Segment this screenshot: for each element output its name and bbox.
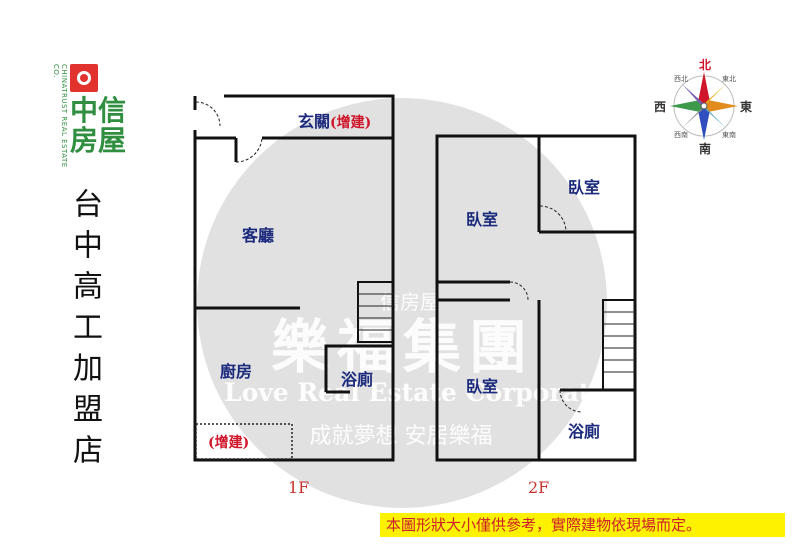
compass-north: 北: [699, 58, 712, 72]
room-label-entrance: 玄關(增建): [298, 108, 371, 132]
compass-star-icon: [670, 72, 738, 140]
watermark-english: Love Real Estate Corporation: [224, 378, 635, 407]
brand-subtitle: CHINATRUST REAL ESTATE CO.: [52, 64, 68, 168]
1f-bath-wall: [324, 344, 393, 392]
1f-door-swing: [235, 137, 263, 163]
addition-label: (增建): [208, 435, 250, 451]
2f-outer-wall: [435, 134, 637, 462]
2f-door-swing-c: [559, 389, 583, 413]
room-label-bath-2f: 浴廁: [568, 422, 601, 441]
1f-addition-area: [195, 423, 293, 460]
room-label-bedroom-c: 臥室: [466, 377, 499, 396]
brand-logo-block: CHINATRUST REAL ESTATE CO. 中信房屋: [52, 64, 136, 176]
compass-southwest: 西南: [674, 131, 688, 139]
1f-outer-wall: [193, 94, 395, 462]
room-label-bath-1f: 浴廁: [341, 370, 374, 389]
compass-east: 東: [740, 100, 753, 114]
compass-northwest: 西北: [674, 75, 688, 83]
branch-name: 台中高工加盟店: [67, 188, 102, 475]
compass-west: 西: [654, 100, 667, 114]
floor-label-2f: 2F: [528, 478, 550, 497]
2f-stairs: [602, 299, 636, 391]
watermark-title: 樂福集團: [270, 313, 535, 381]
room-name: 玄關: [298, 112, 331, 131]
compass-southeast: 東南: [722, 131, 736, 139]
brand-logo-icon: [70, 64, 98, 92]
brand-name: 中信房屋: [70, 94, 127, 157]
2f-door-swing-a: [539, 205, 567, 233]
floor-label-1f: 1F: [288, 478, 310, 497]
compass-northeast: 東北: [722, 75, 736, 83]
compass-south: 南: [699, 142, 712, 156]
room-label-bedroom-b: 臥室: [568, 178, 601, 197]
room-label-kitchen: 廚房: [220, 362, 253, 381]
1f-stairs: [357, 281, 394, 343]
2f-door-swing-b: [509, 281, 529, 301]
room-label-bedroom-a: 臥室: [466, 210, 499, 229]
entry-door-swing: [195, 101, 221, 127]
compass-rose-icon: 北 南 東 西 東北 西北 東南 西南: [654, 58, 753, 156]
watermark-slogan: 成就夢想 安居樂福: [309, 424, 493, 449]
room-label-living: 客廳: [242, 226, 275, 245]
room-note: (增建): [330, 115, 372, 131]
disclaimer-banner: 本圖形狀大小僅供參考，實際建物依現場而定。: [380, 513, 785, 537]
